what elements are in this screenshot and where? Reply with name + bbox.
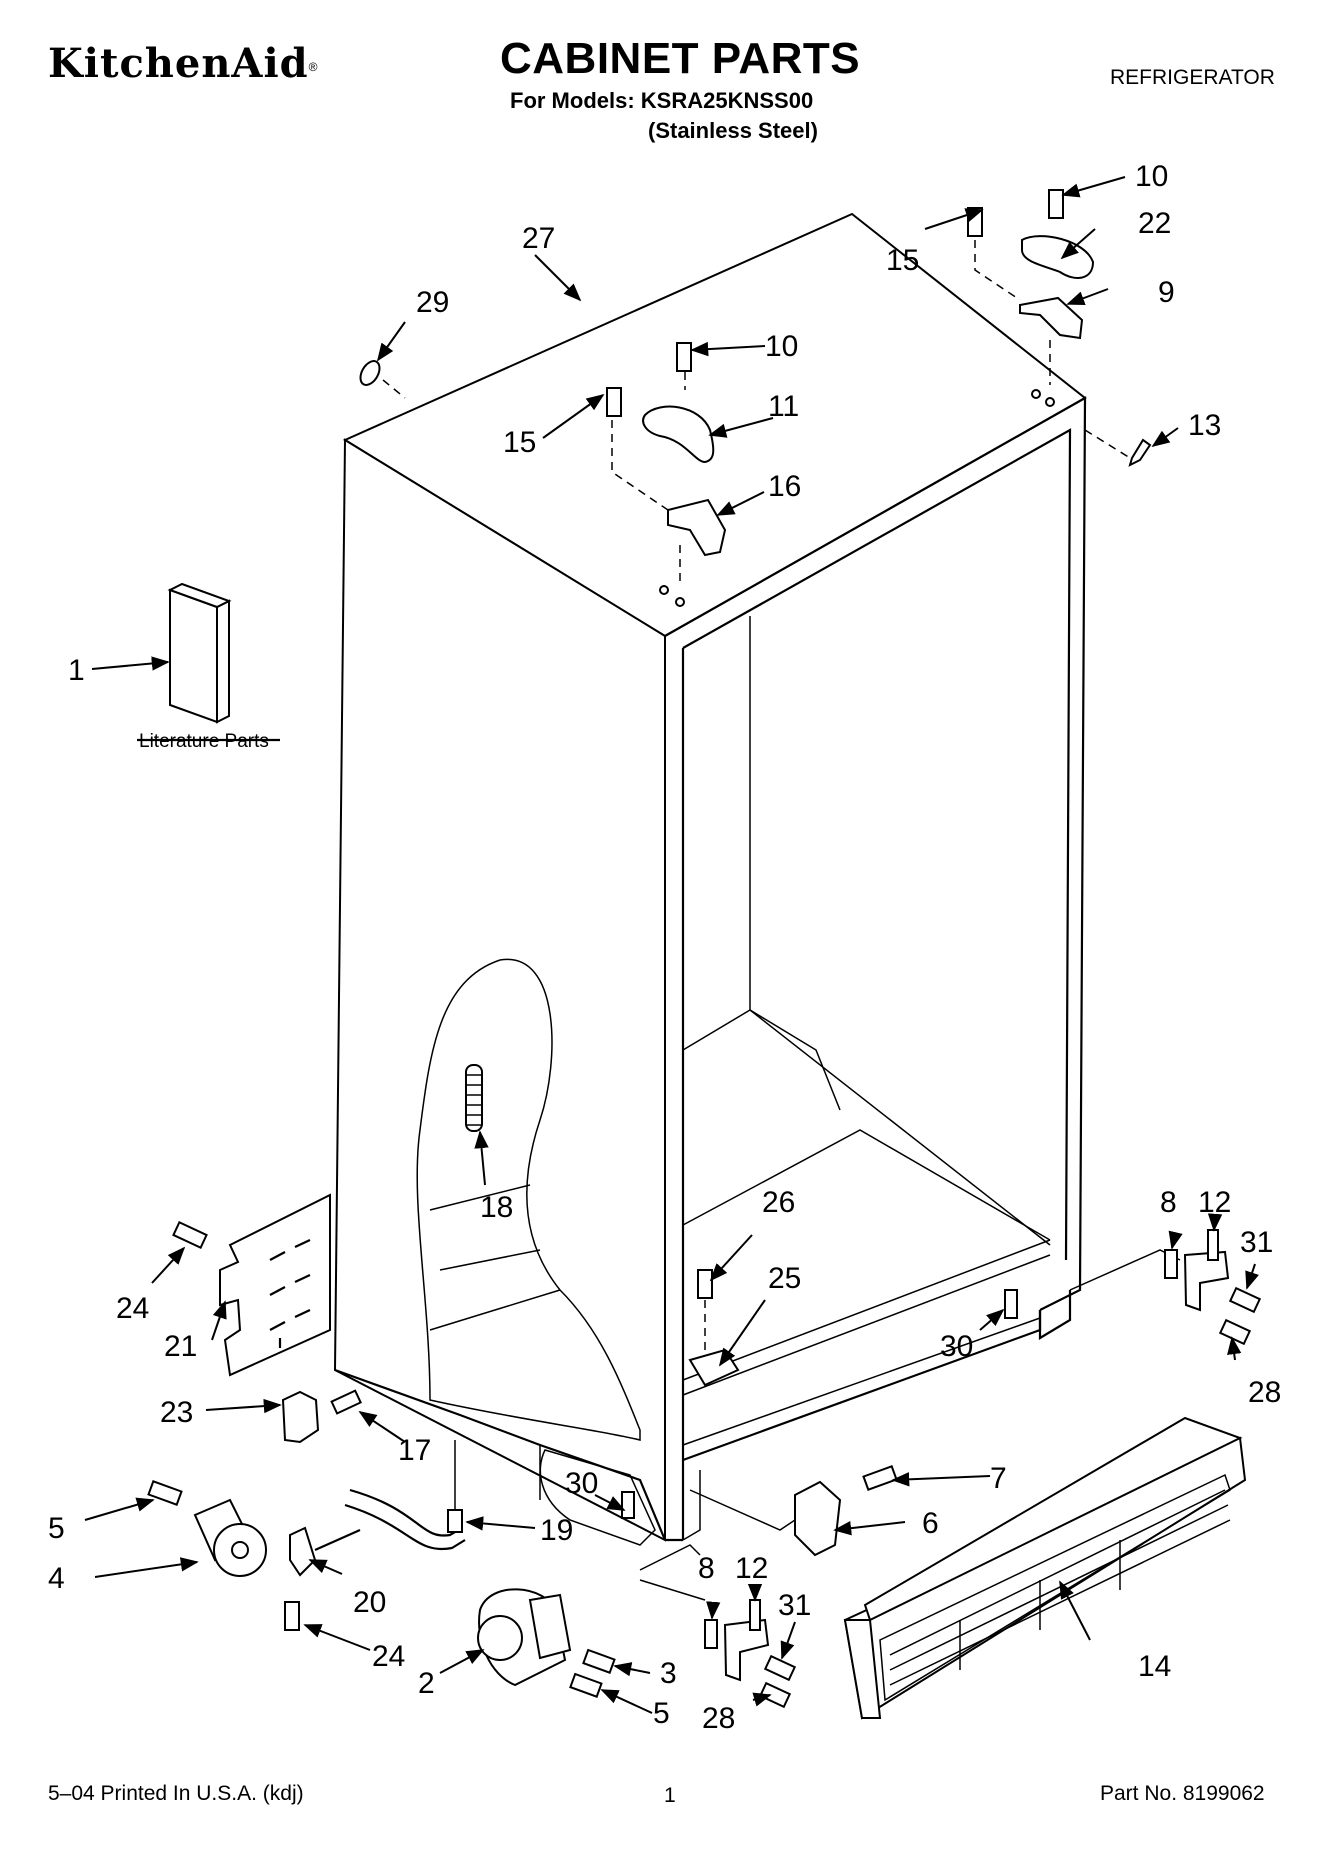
top-right-hinge	[1019, 296, 1084, 340]
cabinet-side-face	[333, 438, 666, 1542]
left-leveler-group	[639, 1544, 797, 1709]
callout-8-left: 8	[698, 1552, 715, 1585]
callout-6: 6	[922, 1507, 939, 1540]
page-number: 1	[664, 1784, 676, 1807]
hinge-cover-top-right	[1021, 235, 1095, 279]
literature-parts-booklet	[167, 582, 232, 724]
callout-2: 2	[418, 1667, 435, 1700]
callout-15-center: 15	[503, 426, 536, 459]
hinge-screws-center	[606, 342, 692, 417]
callout-29: 29	[416, 286, 449, 319]
callout-14: 14	[1138, 1650, 1171, 1683]
page-title: CABINET PARTS	[500, 34, 861, 83]
screw-17	[330, 1389, 362, 1415]
callout-30-right: 30	[940, 1330, 973, 1363]
base-grille	[843, 1416, 1247, 1720]
callout-24-upper: 24	[116, 1292, 149, 1325]
screw-5-left	[147, 1480, 183, 1506]
screw-26	[697, 1269, 713, 1299]
callout-26: 26	[762, 1186, 795, 1219]
callout-3: 3	[660, 1657, 677, 1690]
callout-5-lower: 5	[653, 1697, 670, 1730]
callout-25: 25	[768, 1262, 801, 1295]
callout-4: 4	[48, 1562, 65, 1595]
callout-10-top-right: 10	[1135, 160, 1168, 193]
bracket-30-left	[621, 1491, 635, 1519]
callout-23: 23	[160, 1396, 193, 1429]
screw-upper-left	[172, 1220, 208, 1250]
callout-31-right: 31	[1240, 1226, 1273, 1259]
callout-22: 22	[1138, 207, 1171, 240]
coil-spring	[465, 1064, 483, 1132]
leader-lines	[84, 176, 1259, 1714]
cabinet-front-frame	[664, 396, 1087, 1311]
callout-27: 27	[522, 222, 555, 255]
callout-9: 9	[1158, 276, 1175, 309]
screw-5-lower	[569, 1672, 603, 1698]
part-number: Part No. 8199062	[1100, 1782, 1265, 1805]
callout-28-left: 28	[702, 1702, 735, 1735]
callout-numbers: 1 2 3 4 5 5 6 7 8 8 9 10 10 11 12 12 13 …	[48, 160, 1281, 1735]
screw-7	[862, 1465, 898, 1491]
lower-left-bracket	[281, 1390, 320, 1444]
callout-19: 19	[540, 1514, 573, 1547]
side-cutaway-panel	[416, 958, 641, 1441]
cap-part	[1128, 438, 1152, 467]
callout-12-right: 12	[1198, 1186, 1231, 1219]
center-leveling-bracket	[688, 1348, 740, 1387]
callout-10-center: 10	[765, 330, 798, 363]
right-leveler-group	[1069, 1229, 1262, 1346]
center-hinge	[667, 498, 727, 557]
plug-part	[359, 360, 381, 386]
grille-bracket	[794, 1480, 842, 1557]
literature-parts-label: Literature Parts	[139, 731, 269, 752]
bracket-30-right	[1004, 1289, 1018, 1319]
callout-17: 17	[398, 1434, 431, 1467]
hinge-cover-center	[642, 405, 715, 464]
callout-7: 7	[990, 1462, 1007, 1495]
callout-24-lower: 24	[372, 1640, 405, 1673]
rear-roller-assembly	[477, 1588, 572, 1687]
callout-15-top-right: 15	[886, 244, 919, 277]
screw-24-lower	[284, 1601, 300, 1631]
finish-line: (Stainless Steel)	[648, 118, 818, 143]
callout-18: 18	[480, 1191, 513, 1224]
callout-21: 21	[164, 1330, 197, 1363]
brand-registered-mark: ®	[308, 60, 319, 74]
callout-1: 1	[68, 654, 85, 687]
callout-28-right: 28	[1248, 1376, 1281, 1409]
brand-name: KitchenAid	[48, 40, 309, 87]
print-info: 5–04 Printed In U.S.A. (kdj)	[48, 1782, 304, 1805]
brand-logo: KitchenAid®	[48, 40, 318, 87]
callout-5-left: 5	[48, 1512, 65, 1545]
callout-16: 16	[768, 470, 801, 503]
category-label: REFRIGERATOR	[1110, 66, 1275, 89]
screw-3	[582, 1648, 616, 1674]
drain-tube	[349, 1488, 463, 1537]
tube-clip	[289, 1526, 317, 1577]
callout-20: 20	[353, 1586, 386, 1619]
callout-13: 13	[1188, 409, 1221, 442]
left-bracket-panel	[219, 1193, 331, 1377]
callout-31-left: 31	[778, 1589, 811, 1622]
callout-12-left: 12	[735, 1552, 768, 1585]
front-roller-left	[193, 1498, 267, 1577]
callout-11: 11	[768, 390, 799, 423]
top-right-hinge-parts	[967, 189, 1095, 340]
callout-8-right: 8	[1160, 1186, 1177, 1219]
models-line: For Models: KSRA25KNSS00	[510, 88, 814, 113]
callout-30-left: 30	[565, 1467, 598, 1500]
